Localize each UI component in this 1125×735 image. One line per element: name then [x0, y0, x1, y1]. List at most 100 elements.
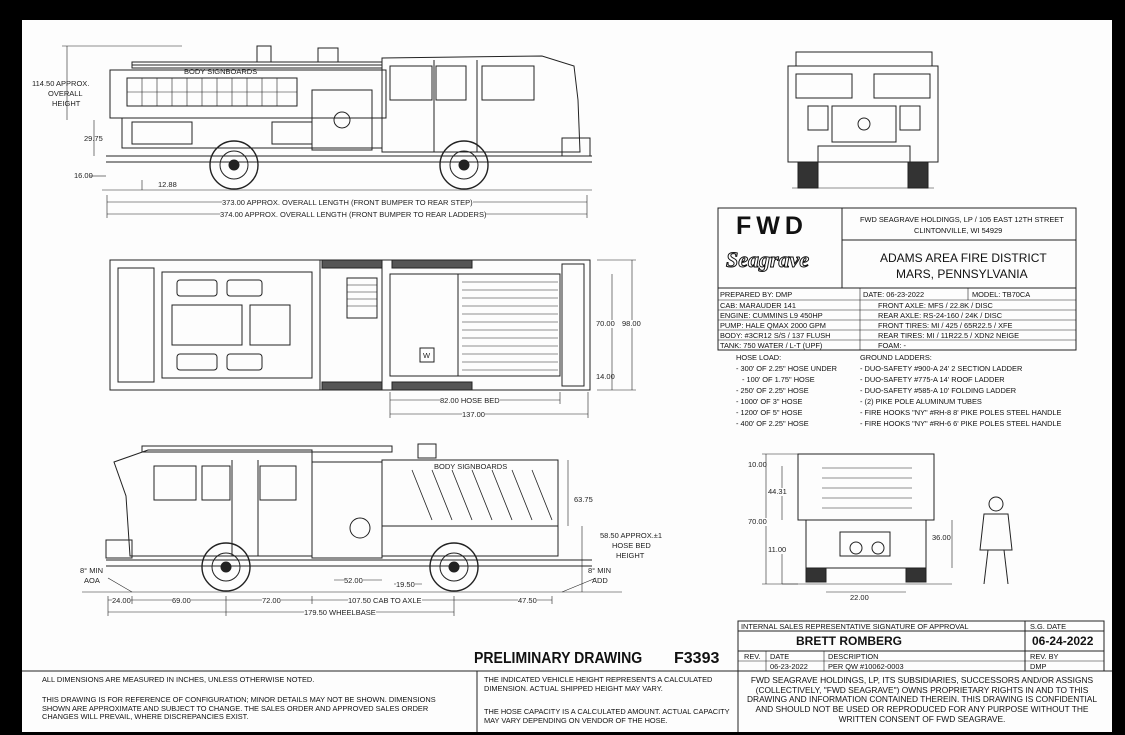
truck-plan-view [109, 259, 591, 391]
note-hose-capacity: THE HOSE CAPACITY IS A CALCULATED AMOUNT… [484, 707, 730, 725]
plan-dimension-lines [389, 259, 636, 418]
rear-dim-70-00: 70.00 [748, 517, 767, 526]
aoa-label-2: AOA [84, 576, 100, 585]
rear-dim-36-00: 36.00 [932, 533, 951, 542]
hose-bed-height-2: HOSE BED [612, 541, 651, 550]
hose-load-item: - 300' OF 2.25" HOSE UNDER [736, 364, 837, 373]
cab-to-axle: 107.50 CAB TO AXLE [348, 596, 422, 605]
dim-19-50: 19.50 [396, 580, 415, 589]
add-label-1: 8° MIN [588, 566, 612, 575]
plan-dim-98-00: 98.00 [622, 319, 641, 328]
ground-ladders-title: GROUND LADDERS: [860, 353, 932, 362]
drawing-title-label: PRELIMINARY DRAWING [474, 650, 643, 667]
body-signboards-label-bottom: BODY SIGNBOARDS [434, 462, 508, 471]
spec-foam: FOAM: - [878, 341, 906, 350]
dim-72-00: 72.00 [262, 596, 281, 605]
rev-column-label: REV. [744, 652, 761, 661]
spec-model: MODEL: TB70CA [972, 290, 1031, 299]
overall-height-label-2: OVERALL [48, 89, 83, 98]
dim-69-00: 69.00 [172, 596, 191, 605]
spec-prepared-by: PREPARED BY: DMP [720, 290, 793, 299]
spec-rear-axle: REAR AXLE: RS-24-160 / 24K / DISC [878, 311, 1003, 320]
rear-dim-44-31: 44.31 [768, 487, 787, 496]
title-block-lines [717, 207, 1077, 351]
dim-29-75: 29.75 [84, 134, 103, 143]
overall-length-rear-ladders: 374.00 APPROX. OVERALL LENGTH (FRONT BUM… [220, 210, 487, 219]
dim-52-00: 52.00 [344, 576, 363, 585]
spec-engine: ENGINE: CUMMINS L9 450HP [720, 311, 823, 320]
sg-date: 06-24-2022 [1032, 634, 1094, 648]
hose-bed-height-3: HEIGHT [616, 551, 645, 560]
spec-date: DATE: 06-23-2022 [863, 290, 925, 299]
hose-load-item: - 400' OF 2.25" HOSE [736, 419, 809, 428]
revision-date: 06-23-2022 [770, 662, 808, 671]
rear-dim-11-00: 11.00 [768, 545, 787, 554]
customer-location: MARS, PENNSYLVANIA [896, 267, 1028, 281]
aoa-label-1: 8° MIN [80, 566, 104, 575]
overall-length-rear-step: 373.00 APPROX. OVERALL LENGTH (FRONT BUM… [222, 198, 473, 207]
plan-dim-137-00: 137.00 [462, 410, 485, 419]
side-top-dimension-lines [62, 45, 588, 218]
body-signboards-label-top: BODY SIGNBOARDS [184, 67, 258, 76]
company-address-2: CLINTONVILLE, WI 54929 [914, 226, 1003, 235]
wheelbase: 179.50 WHEELBASE [304, 608, 376, 617]
ground-ladder-item: - DUO-SAFETY #585-A 10' FOLDING LADDER [860, 386, 1017, 395]
hose-load-item: - 100' OF 1.75" HOSE [742, 375, 815, 384]
hose-load-item: - 250' OF 2.25" HOSE [736, 386, 809, 395]
ground-ladder-item: - FIRE HOOKS "NY" #RH-6 6' PIKE POLES ST… [860, 419, 1062, 428]
hose-load-item: - 1200' OF 5" HOSE [736, 408, 803, 417]
hose-load-item: - 1000' OF 3" HOSE [736, 397, 803, 406]
plan-hose-bed-length: 82.00 HOSE BED [440, 396, 500, 405]
approval-signer: BRETT ROMBERG [796, 634, 902, 648]
ground-ladder-item: - DUO-SAFETY #900-A 24' 2 SECTION LADDER [860, 364, 1023, 373]
note-vehicle-height: THE INDICATED VEHICLE HEIGHT REPRESENTS … [484, 675, 713, 693]
rev-by-column-label: REV. BY [1030, 652, 1059, 661]
spec-pump: PUMP: HALE QMAX 2000 GPM [720, 321, 826, 330]
drawing-number: F3393 [674, 650, 720, 667]
plan-w-mark: W [423, 351, 431, 360]
truck-front-view [787, 51, 939, 189]
spec-rear-tires: REAR TIRES: MI / 11R22.5 / XDN2 NEIGE [878, 331, 1020, 340]
customer-name: ADAMS AREA FIRE DISTRICT [880, 251, 1047, 265]
proprietary-notice: FWD SEAGRAVE HOLDINGS, LP, ITS SUBSIDIAR… [746, 675, 1098, 724]
truck-side-view-bottom [82, 443, 622, 593]
truck-side-view-top [102, 45, 592, 191]
spec-body: BODY: #3CR12 S/S / 137 FLUSH [720, 331, 831, 340]
seagrave-logo: Seagrave [725, 247, 810, 272]
side-bottom-dimension-lines [107, 460, 583, 616]
date-column-label: DATE [770, 652, 790, 661]
ground-ladder-item: - (2) PIKE POLE ALUMINUM TUBES [860, 397, 982, 406]
revision-by: DMP [1030, 662, 1047, 671]
hose-load-title: HOSE LOAD: [736, 353, 782, 362]
revision-description: PER QW #10062-0003 [828, 662, 904, 671]
fwd-logo: FWD [736, 212, 808, 240]
dim-16-00: 16.00 [74, 171, 93, 180]
spec-front-tires: FRONT TIRES: MI / 425 / 65R22.5 / XFE [878, 321, 1013, 330]
overall-height-label-1: 114.50 APPROX. [32, 79, 90, 88]
plan-dim-70-00: 70.00 [596, 319, 615, 328]
ground-ladder-item: - DUO-SAFETY #775-A 14' ROOF LADDER [860, 375, 1005, 384]
bottom-block-lines [22, 620, 1112, 732]
add-label-2: ADD [592, 576, 608, 585]
dim-12-88: 12.88 [158, 180, 177, 189]
approval-header: INTERNAL SALES REPRESENTATIVE SIGNATURE … [741, 622, 969, 631]
spec-tank: TANK: 750 WATER / L-T (UPF) [720, 341, 823, 350]
description-column-label: DESCRIPTION [828, 652, 879, 661]
spec-front-axle: FRONT AXLE: MFS / 22.8K / DISC [878, 301, 993, 310]
drawing-linework [22, 45, 1112, 732]
plan-dim-14-00: 14.00 [596, 372, 615, 381]
sg-date-label: S.G. DATE [1030, 622, 1066, 631]
ground-ladder-item: - FIRE HOOKS "NY" #RH-8 8' PIKE POLES ST… [860, 408, 1062, 417]
note-reference-configuration: THIS DRAWING IS FOR REFERENCE OF CONFIGU… [42, 695, 436, 722]
dim-24-00: 24.00 [112, 596, 131, 605]
truck-rear-view [782, 453, 1013, 585]
hose-bed-height-1: 58.50 APPROX.±1 [600, 531, 663, 540]
spec-cab: CAB: MARAUDER 141 [720, 301, 796, 310]
company-address-1: FWD SEAGRAVE HOLDINGS, LP / 105 EAST 12T… [860, 215, 1064, 224]
overall-height-label-3: HEIGHT [52, 99, 81, 108]
note-dimensions-units: ALL DIMENSIONS ARE MEASURED IN INCHES, U… [42, 675, 315, 684]
drawing-sheet: 114.50 APPROX. OVERALL HEIGHT BODY SIGNB… [22, 20, 1112, 732]
rear-dim-22-00: 22.00 [850, 593, 869, 602]
rear-dim-10-00: 10.00 [748, 460, 767, 469]
